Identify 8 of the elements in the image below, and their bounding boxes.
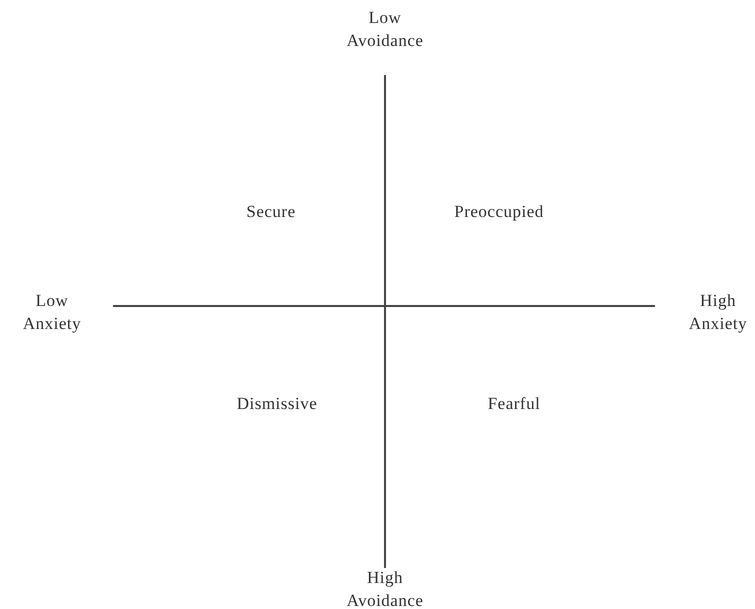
axis-end-label: Low Anxiety bbox=[22, 290, 82, 335]
quadrant-label: Secure bbox=[245, 201, 297, 223]
quadrant-label: Fearful bbox=[486, 393, 542, 415]
quadrant-label: Preoccupied bbox=[453, 201, 545, 223]
quadrant-label: Dismissive bbox=[236, 393, 318, 415]
axis-end-label: High Avoidance bbox=[346, 567, 424, 609]
axis-end-label: Low Avoidance bbox=[346, 7, 424, 52]
axis-end-label: High Anxiety bbox=[688, 290, 748, 335]
